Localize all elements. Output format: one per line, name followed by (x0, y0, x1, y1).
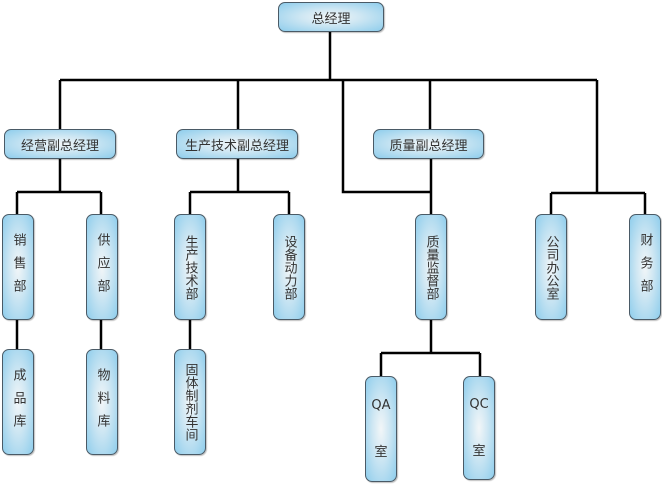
qc-room-label: 室 (472, 444, 486, 459)
node-vice-operations[interactable]: 经营副总经理 (4, 129, 116, 159)
node-solid-prep-workshop[interactable]: 固体制剂车间 (174, 349, 206, 455)
connector-vice1-branch (15, 159, 103, 214)
node-finance-dept[interactable]: 财务部 (629, 214, 661, 320)
node-supply-dept[interactable]: 供应部 (86, 214, 118, 320)
node-company-office[interactable]: 公司办公室 (535, 214, 567, 320)
node-general-manager[interactable]: 总经理 (278, 2, 384, 32)
node-vice-quality[interactable]: 质量副总经理 (373, 129, 484, 159)
node-finished-goods-store[interactable]: 成品库 (2, 349, 34, 455)
node-production-tech-dept[interactable]: 生产技术部 (174, 214, 206, 320)
connector-qa-branch (379, 320, 482, 376)
connector-root-to-qa-dept (341, 80, 431, 194)
qc-label: QC (469, 397, 489, 412)
node-qc-room[interactable]: QC 室 (463, 376, 495, 480)
connector-to-admin-finance (549, 80, 647, 214)
node-material-store[interactable]: 物料库 (86, 349, 118, 455)
connector-vice2-branch (188, 159, 291, 214)
node-vice-production[interactable]: 生产技术副总经理 (176, 129, 298, 159)
qa-room-label: 室 (374, 445, 388, 460)
node-quality-supervision-dept[interactable]: 质量监督部 (415, 214, 447, 320)
qa-label: QA (371, 398, 391, 413)
node-sales-dept[interactable]: 销售部 (2, 214, 34, 320)
node-equipment-power-dept[interactable]: 设备动力部 (273, 214, 305, 320)
node-qa-room[interactable]: QA 室 (365, 376, 397, 482)
